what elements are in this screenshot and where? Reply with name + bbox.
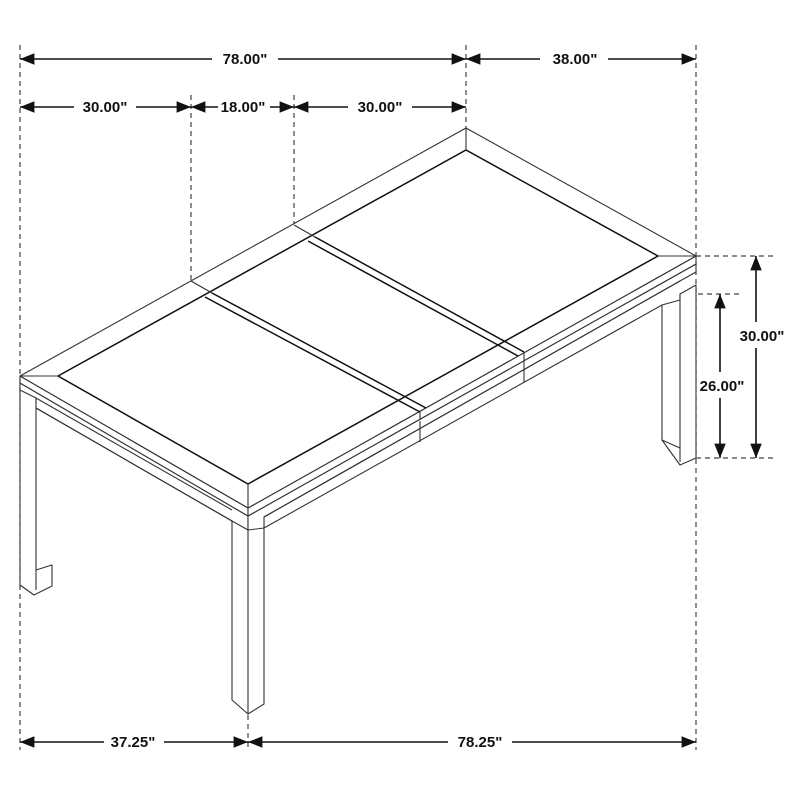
dimension-top-left: 30.00" [19, 99, 191, 116]
dim-78-25-label: 78.25" [458, 734, 503, 751]
dim-78-label: 78.00" [223, 51, 268, 68]
dimension-leaf: 18.00" [191, 99, 294, 116]
front-leg [231, 519, 265, 715]
dim-30-left-label: 30.00" [83, 99, 128, 116]
dimension-width: 38.00" [466, 51, 696, 68]
dimension-overall-length: 78.00" [19, 51, 466, 68]
dimension-height: 30.00" [740, 255, 785, 458]
table-illustration [19, 127, 697, 715]
dim-30-right-label: 30.00" [358, 99, 403, 116]
leaf-seams [190, 224, 525, 413]
dimension-footprint-side: 78.25" [247, 734, 696, 751]
dim-height-label: 30.00" [740, 328, 785, 345]
dim-clearance-label: 26.00" [700, 378, 745, 395]
dim-38-label: 38.00" [553, 51, 598, 68]
back-right-leg [661, 284, 697, 466]
dimension-top-right: 30.00" [294, 99, 466, 116]
dimension-footprint-front: 37.25" [19, 734, 248, 751]
dim-18-label: 18.00" [221, 99, 266, 116]
back-left-leg [19, 387, 53, 596]
dim-37-label: 37.25" [111, 734, 156, 751]
dimension-apron-clearance: 26.00" [700, 294, 745, 458]
